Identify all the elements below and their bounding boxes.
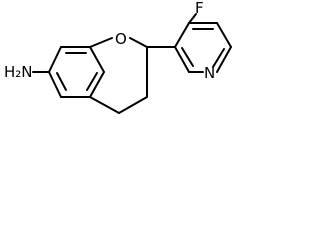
double-bond-inner (86, 72, 98, 91)
bond (89, 37, 113, 48)
bond (48, 71, 62, 98)
bond (174, 22, 190, 48)
bond (89, 71, 105, 98)
oxygen-label: O (115, 30, 127, 48)
chemical-structure-diagram: H₂N O N F (4, 0, 232, 114)
nitrogen-label: N (204, 64, 215, 82)
double-bond-inner (181, 47, 194, 67)
bond (48, 46, 62, 73)
atom-labels: H₂N O N F (4, 0, 215, 82)
bond (216, 46, 232, 73)
bond-lines (32, 13, 232, 114)
bond (129, 37, 148, 48)
bond (118, 96, 148, 114)
fluorine-label: F (195, 0, 204, 17)
bond (89, 46, 105, 73)
bond (216, 22, 232, 48)
bond (89, 96, 120, 114)
double-bond-inner (212, 48, 225, 68)
amine-label: H₂N (4, 63, 33, 81)
bond-fluorine (188, 13, 197, 24)
structure-canvas: H₂N O N F (4, 0, 232, 114)
double-bond-inner (56, 72, 67, 91)
bond (174, 46, 190, 73)
